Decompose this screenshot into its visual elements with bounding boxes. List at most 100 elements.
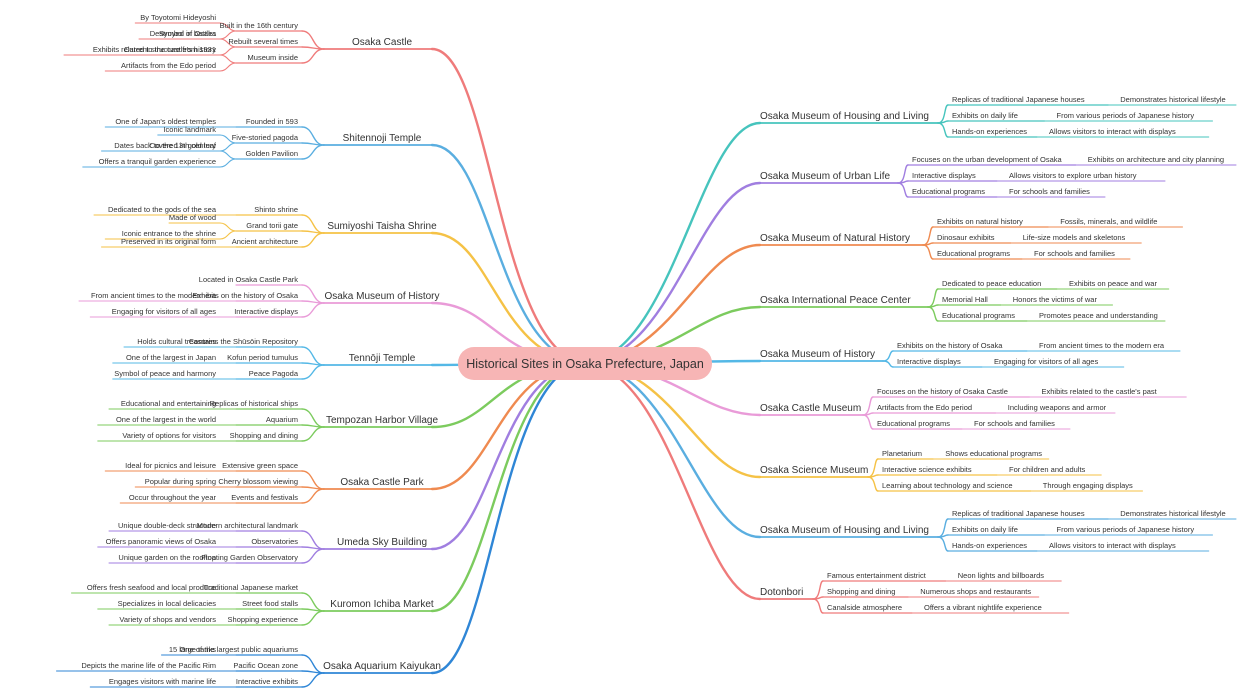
level2-node-label: Interactive displays bbox=[234, 307, 298, 316]
level3-node-label: Unique double-deck structure bbox=[118, 521, 216, 530]
level2-node-label: Grand torii gate bbox=[246, 221, 298, 230]
level1-node-label: Osaka Museum of History bbox=[760, 349, 875, 360]
branch-l2-left bbox=[301, 426, 325, 442]
level2-node-label: Peace Pagoda bbox=[249, 369, 299, 378]
level2-node-label: Traditional Japanese market bbox=[204, 583, 299, 592]
level3-node-label: For schools and families bbox=[974, 419, 1055, 428]
level3-node-label: Engaging for visitors of all ages bbox=[112, 307, 216, 316]
level2-node-label: Canalside atmosphere bbox=[827, 603, 902, 612]
level3-node-label: Exhibits on peace and war bbox=[1069, 279, 1157, 288]
branch-l1-right bbox=[580, 243, 762, 365]
branch-l2-right bbox=[882, 350, 894, 362]
branch-l1-right bbox=[580, 361, 762, 539]
root-node-label: Historical Sites in Osaka Prefecture, Ja… bbox=[466, 357, 704, 371]
level2-node-label: Shinto shrine bbox=[254, 205, 298, 214]
level2-node-label: Exhibits on the history of Osaka bbox=[193, 291, 299, 300]
level2-node-label: Rebuilt several times bbox=[228, 37, 298, 46]
branch-l2-right bbox=[922, 226, 934, 246]
level1-node-label: Osaka Castle Park bbox=[340, 477, 424, 488]
level3-node-label: Depicts the marine life of the Pacific R… bbox=[81, 661, 216, 670]
level3-node-label: Popular during spring bbox=[145, 477, 216, 486]
branch-l2-right bbox=[897, 182, 909, 198]
level3-node-label: By Toyotomi Hideyoshi bbox=[140, 13, 216, 22]
branch-l3-left bbox=[219, 54, 237, 64]
branch-l2-left bbox=[301, 592, 325, 612]
level3-node-label: Ideal for picnics and leisure bbox=[125, 461, 216, 470]
level1-node-label: Osaka Aquarium Kaiyukan bbox=[323, 661, 441, 672]
branch-l2-left bbox=[301, 364, 325, 380]
level3-node-label: Through engaging displays bbox=[1043, 481, 1133, 490]
level1-node-label: Tempozan Harbor Village bbox=[326, 415, 439, 426]
level3-node-label: Dates back to the 13th century bbox=[114, 141, 216, 150]
level3-node-label: Holds cultural treasures bbox=[137, 337, 216, 346]
branch-l2-left bbox=[301, 30, 325, 50]
level3-node-label: Symbol of Osaka bbox=[159, 29, 217, 38]
level2-node-label: Interactive displays bbox=[912, 171, 976, 180]
branch-l2-left bbox=[301, 232, 325, 248]
level2-node-label: Interactive science exhibits bbox=[882, 465, 972, 474]
level3-node-label: Destroyed in battles bbox=[150, 29, 217, 38]
branch-l1-left bbox=[430, 361, 590, 613]
level2-node-label: Replicas of traditional Japanese houses bbox=[952, 509, 1085, 518]
level3-node-label: Allows visitors to explore urban history bbox=[1009, 171, 1137, 180]
branch-l3-left bbox=[219, 46, 237, 56]
branch-l2-left bbox=[301, 548, 325, 564]
level3-node-label: Neon lights and billboards bbox=[958, 571, 1045, 580]
level2-node-label: Modern architectural landmark bbox=[197, 521, 299, 530]
level1-node-label: Osaka Museum of Urban Life bbox=[760, 171, 890, 182]
level1-node-label: Osaka Museum of Natural History bbox=[760, 233, 910, 244]
level2-node-label: Replicas of historical ships bbox=[210, 399, 299, 408]
level2-node-label: Exhibits on natural history bbox=[937, 217, 1023, 226]
root-node[interactable]: Historical Sites in Osaka Prefecture, Ja… bbox=[458, 347, 712, 380]
level3-node-label: From various periods of Japanese history bbox=[1057, 111, 1195, 120]
level3-node-label: Shows educational programs bbox=[945, 449, 1042, 458]
level2-node-label: Events and festivals bbox=[231, 493, 298, 502]
level3-node-label: One of the largest in the world bbox=[116, 415, 216, 424]
level3-node-label: Including weapons and armor bbox=[1008, 403, 1107, 412]
level3-node-label: Variety of shops and vendors bbox=[119, 615, 216, 624]
level2-node-label: Cherry blossom viewing bbox=[218, 477, 298, 486]
level3-node-label: One of Japan's oldest temples bbox=[115, 117, 216, 126]
branch-l3-left bbox=[219, 230, 237, 240]
level3-node-label: Demonstrates historical lifestyle bbox=[1120, 95, 1225, 104]
branch-l2-right bbox=[927, 288, 939, 308]
level2-node-label: Exhibits on the history of Osaka bbox=[897, 341, 1003, 350]
level1-node-label: Osaka Museum of Housing and Living bbox=[760, 111, 929, 122]
level3-node-label: Artifacts from the Edo period bbox=[121, 61, 216, 70]
level2-node-label: Interactive displays bbox=[897, 357, 961, 366]
branch-l2-right bbox=[937, 518, 949, 538]
branch-l3-left bbox=[219, 150, 237, 160]
level2-node-label: Exhibits on daily life bbox=[952, 111, 1018, 120]
branch-l2-right bbox=[937, 122, 949, 138]
level1-node-label: Osaka Museum of Housing and Living bbox=[760, 525, 929, 536]
level2-node-label: Educational programs bbox=[912, 187, 985, 196]
level3-node-label: From ancient times to the modern era bbox=[91, 291, 217, 300]
level2-node-label: Pacific Ocean zone bbox=[233, 661, 298, 670]
level2-node-label: Floating Garden Observatory bbox=[201, 553, 298, 562]
branch-l2-left bbox=[301, 346, 325, 366]
level3-node-label: Specializes in local delicacies bbox=[118, 599, 217, 608]
level3-node-label: Allows visitors to interact with display… bbox=[1049, 541, 1176, 550]
level3-node-label: Demonstrates historical lifestyle bbox=[1120, 509, 1225, 518]
level3-node-label: Life-size models and skeletons bbox=[1023, 233, 1126, 242]
level1-node-label: Umeda Sky Building bbox=[337, 537, 427, 548]
branch-l2-left bbox=[301, 302, 325, 318]
level3-node-label: Numerous shops and restaurants bbox=[920, 587, 1031, 596]
level2-node-label: Dedicated to peace education bbox=[942, 279, 1041, 288]
level2-node-label: Extensive green space bbox=[222, 461, 298, 470]
level2-node-label: Shopping experience bbox=[228, 615, 298, 624]
level3-node-label: Promotes peace and understanding bbox=[1039, 311, 1158, 320]
level2-node-label: Kofun period tumulus bbox=[227, 353, 298, 362]
level2-node-label: Shopping and dining bbox=[230, 431, 298, 440]
level2-node-label: Located in Osaka Castle Park bbox=[199, 275, 298, 284]
branch-l2-left bbox=[301, 284, 325, 304]
level3-node-label: 15 large tanks bbox=[169, 645, 216, 654]
level3-node-label: Current structure from 1931 bbox=[124, 45, 216, 54]
level2-node-label: Hands-on experiences bbox=[952, 127, 1027, 136]
level3-node-label: Exhibits on architecture and city planni… bbox=[1088, 155, 1224, 164]
branch-l2-right bbox=[812, 580, 824, 600]
level3-node-label: Occur throughout the year bbox=[129, 493, 217, 502]
level3-node-label: Exhibits related to the castle's history bbox=[93, 45, 216, 54]
level3-node-label: Iconic entrance to the shrine bbox=[122, 229, 216, 238]
level3-node-label: Preserved in its original form bbox=[121, 237, 216, 246]
